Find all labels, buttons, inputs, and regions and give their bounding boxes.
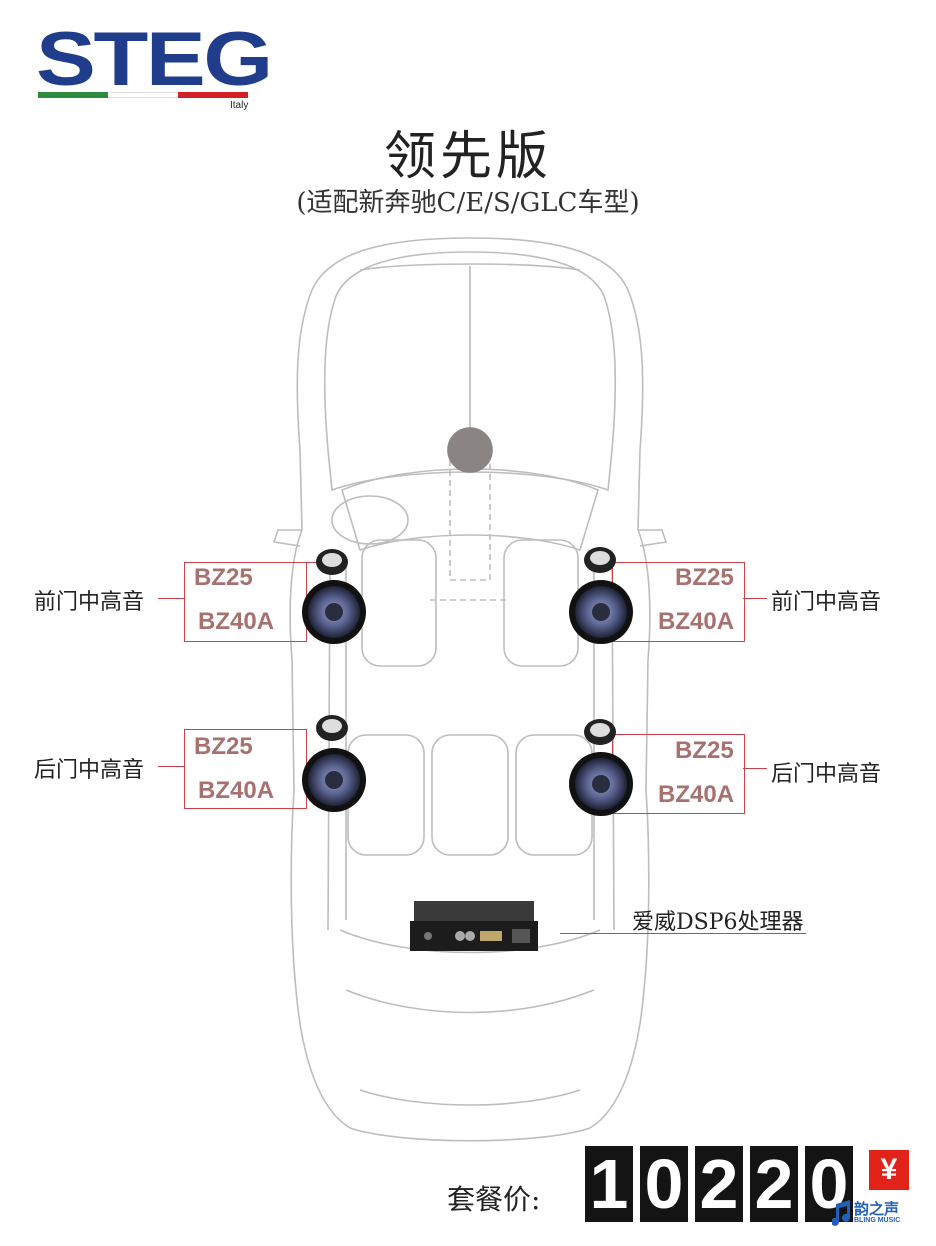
rear-right-woofer-icon: [569, 752, 633, 816]
rear-left-tweeter-icon: [316, 715, 348, 741]
car-outline-diagram: [272, 237, 668, 1142]
price-digit: 1: [585, 1146, 633, 1222]
dsp-processor-unit: [408, 899, 540, 955]
rear-right-tweeter-model: BZ25: [675, 737, 734, 764]
front-left-tweeter-leader: [184, 562, 324, 563]
front-right-woofer-icon: [569, 580, 633, 644]
front-left-tweeter-icon: [316, 549, 348, 575]
watermark-logo: 韵之声 BLING MUSIC: [831, 1198, 932, 1230]
rear-left-woofer-icon: [302, 748, 366, 812]
price-digit: 2: [695, 1146, 743, 1222]
page-title: 领先版: [383, 127, 552, 187]
front-left-midrange-model: BZ40A: [198, 608, 275, 635]
front-left-tweeter-model: BZ25: [194, 564, 253, 591]
italian-flag-stripe: [38, 92, 248, 98]
currency-badge: ¥: [869, 1150, 909, 1190]
price-digit: 0: [805, 1146, 853, 1222]
rear-right-tweeter-icon: [584, 719, 616, 745]
front-right-midrange-model: BZ40A: [658, 608, 735, 635]
price-label: 套餐价:: [447, 1183, 541, 1216]
watermark-en: BLING MUSIC: [854, 1217, 901, 1224]
watermark-cn: 韵之声: [854, 1200, 900, 1218]
price-digit: 0: [640, 1146, 688, 1222]
price-digit: 2: [750, 1146, 798, 1222]
rear-right-midrange-model: BZ40A: [658, 781, 735, 808]
rear-left-midrange-model: BZ40A: [198, 777, 275, 804]
front-left-position-label: 前门中高音: [34, 590, 145, 615]
brand-name: STEG: [36, 17, 273, 102]
front-right-tweeter-model: BZ25: [675, 564, 734, 591]
front-left-leader: [158, 598, 184, 599]
front-right-leader: [743, 598, 767, 599]
page-subtitle: (适配新奔驰C/E/S/GLC车型): [296, 188, 640, 218]
rear-right-position-label: 后门中高音: [771, 762, 882, 787]
processor-label: 爱威DSP6处理器: [632, 910, 804, 935]
rear-left-position-label: 后门中高音: [34, 758, 145, 783]
processor-leader-line: [560, 933, 806, 934]
brand-sub: Italy: [230, 100, 249, 111]
front-right-position-label: 前门中高音: [771, 590, 882, 615]
rear-left-tweeter-model: BZ25: [194, 733, 253, 760]
front-left-woofer-icon: [302, 580, 366, 644]
brand-logo: STEG Italy: [36, 22, 273, 114]
rear-left-leader: [158, 766, 184, 767]
music-note-icon: [831, 1200, 850, 1226]
front-right-tweeter-icon: [584, 547, 616, 573]
rear-right-leader: [743, 768, 767, 769]
